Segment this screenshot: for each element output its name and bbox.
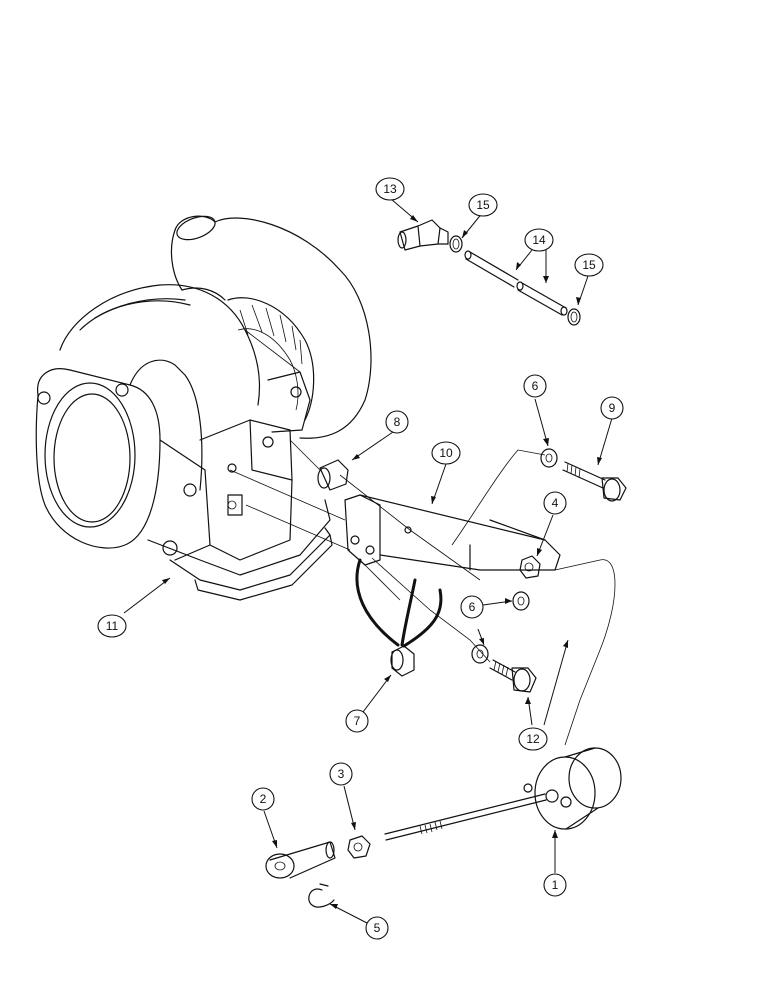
callout-4: 4 xyxy=(543,491,567,515)
callout-3-label: 3 xyxy=(338,767,345,781)
leader-arrowheads xyxy=(162,215,602,909)
callout-11-label: 11 xyxy=(106,619,119,633)
spacer-upper xyxy=(317,459,349,491)
hose xyxy=(464,250,568,316)
bolt-upper xyxy=(562,461,627,502)
callout-14-label: 14 xyxy=(532,233,546,247)
wastegate-actuator xyxy=(523,747,622,830)
callout-12-label: 12 xyxy=(526,732,540,746)
turbocharger xyxy=(35,215,372,601)
callout-3: 3 xyxy=(329,762,353,786)
callout-5: 5 xyxy=(365,916,389,940)
callout-9: 9 xyxy=(600,396,624,420)
retaining-clip xyxy=(308,883,335,908)
callout-13: 13 xyxy=(375,177,405,201)
callout-2: 2 xyxy=(251,787,275,811)
callout-6-lower-label: 6 xyxy=(469,600,476,614)
callout-1: 1 xyxy=(543,873,567,897)
callout-15-lower-label: 15 xyxy=(582,258,596,272)
leader-lines xyxy=(123,198,613,924)
callout-2-label: 2 xyxy=(260,792,267,806)
callout-15-upper: 15 xyxy=(468,193,498,217)
washer-upper xyxy=(540,448,558,468)
callout-7: 7 xyxy=(345,709,369,733)
callout-13-label: 13 xyxy=(383,182,397,196)
callout-11: 11 xyxy=(97,614,127,638)
callout-14: 14 xyxy=(524,228,554,252)
hose-clamp-upper xyxy=(449,235,463,253)
callout-8-label: 8 xyxy=(394,415,401,429)
callout-6-lower: 6 xyxy=(460,595,484,619)
washer-lower xyxy=(471,644,489,664)
callout-5-label: 5 xyxy=(374,921,381,935)
callout-9-label: 9 xyxy=(609,401,616,415)
washer-middle xyxy=(512,591,530,611)
callout-1-label: 1 xyxy=(552,878,559,892)
callout-10: 10 xyxy=(431,441,461,465)
callout-6-upper-label: 6 xyxy=(532,379,539,393)
elbow-fitting xyxy=(397,219,449,251)
callout-8: 8 xyxy=(385,410,409,434)
bushing-installation-arcs xyxy=(355,558,443,648)
bolt-lower xyxy=(489,659,537,693)
callout-15-upper-label: 15 xyxy=(476,198,490,212)
actuator-rod xyxy=(384,793,547,841)
callout-7-label: 7 xyxy=(354,714,361,728)
callout-10-label: 10 xyxy=(439,446,453,460)
callout-12: 12 xyxy=(518,727,548,751)
bushing xyxy=(390,645,415,677)
callout-15-lower: 15 xyxy=(574,253,604,277)
nut xyxy=(519,555,541,579)
clevis xyxy=(265,841,336,879)
wastegate-bracket xyxy=(344,494,561,571)
callout-6-upper: 6 xyxy=(523,374,547,398)
assembly-centerlines xyxy=(229,439,616,746)
callout-4-label: 4 xyxy=(552,496,559,510)
hose-clamp-lower xyxy=(567,308,581,326)
rod-nut xyxy=(347,835,371,859)
